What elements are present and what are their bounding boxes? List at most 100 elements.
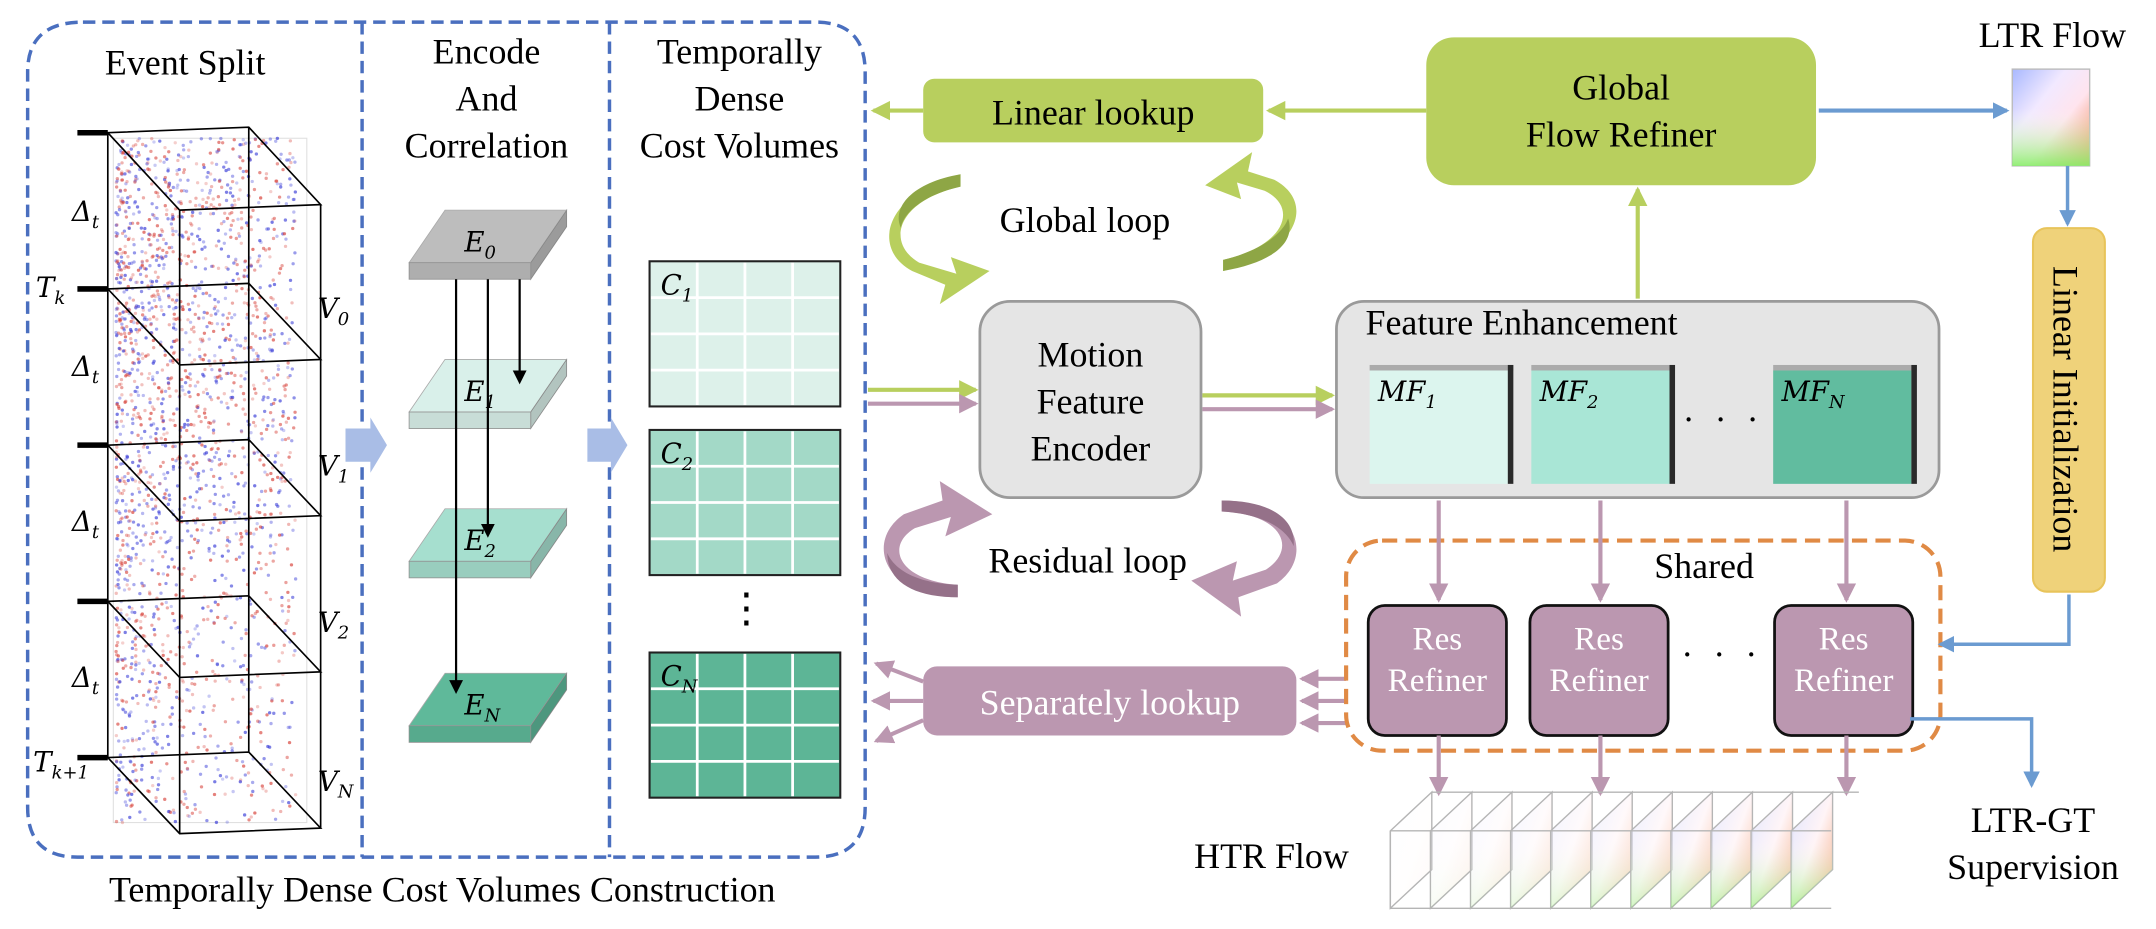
event-point: [183, 496, 187, 501]
event-point: [120, 178, 124, 182]
event-point: [149, 481, 153, 485]
event-point: [224, 371, 229, 376]
event-point: [250, 545, 254, 549]
event-point: [177, 167, 181, 172]
event-point: [198, 810, 202, 814]
event-point: [221, 313, 225, 317]
event-point: [135, 205, 140, 209]
event-point: [118, 318, 123, 322]
event-point: [122, 261, 126, 265]
event-point: [131, 317, 135, 321]
event-point: [125, 325, 129, 329]
linear-initialization-block: Linear Initialization: [2031, 227, 2106, 593]
event-point: [293, 160, 297, 164]
event-point: [176, 183, 180, 187]
event-point: [223, 720, 228, 724]
event-point: [246, 771, 251, 775]
event-point: [206, 604, 210, 609]
event-point: [127, 170, 132, 174]
event-point: [166, 217, 170, 221]
event-point: [256, 503, 260, 508]
event-point: [216, 603, 220, 607]
event-point: [179, 154, 183, 159]
event-point: [271, 808, 275, 813]
event-point: [215, 149, 219, 154]
event-point: [184, 708, 189, 713]
event-point: [239, 531, 243, 536]
event-point: [123, 155, 127, 160]
event-point: [150, 280, 155, 284]
event-point: [210, 459, 214, 463]
event-point: [120, 385, 124, 390]
event-point: [124, 182, 128, 186]
event-point: [152, 298, 157, 303]
event-point: [154, 190, 158, 195]
event-point: [186, 813, 190, 818]
event-point: [203, 353, 207, 357]
event-point: [195, 528, 199, 532]
event-point: [197, 347, 202, 352]
event-point: [289, 563, 294, 567]
event-point: [128, 296, 132, 300]
event-point: [283, 387, 287, 392]
event-point: [212, 420, 216, 424]
event-point: [136, 351, 140, 356]
event-point: [229, 395, 233, 400]
event-point: [213, 780, 217, 784]
event-point: [136, 449, 141, 454]
event-point: [114, 693, 119, 697]
event-point: [227, 167, 231, 172]
event-point: [257, 254, 262, 258]
event-point: [289, 183, 293, 187]
event-point: [278, 422, 283, 427]
event-point: [118, 478, 122, 483]
event-point: [202, 411, 207, 415]
event-point: [216, 447, 220, 451]
event-point: [124, 352, 128, 356]
event-point: [141, 445, 146, 449]
event-point: [190, 681, 194, 686]
event-point: [180, 699, 185, 703]
event-point: [115, 536, 119, 541]
event-point: [242, 398, 247, 402]
event-point: [289, 773, 294, 777]
event-point: [151, 696, 155, 701]
event-point: [126, 196, 130, 200]
event-point: [118, 188, 123, 193]
event-point: [140, 313, 145, 317]
event-point: [121, 699, 125, 703]
event-point: [135, 541, 139, 545]
event-point: [274, 179, 279, 183]
event-point: [139, 423, 143, 427]
event-point: [255, 308, 259, 312]
event-point: [229, 371, 234, 375]
event-point: [117, 630, 121, 634]
event-point: [140, 672, 145, 676]
event-point: [201, 291, 205, 296]
event-point: [132, 379, 137, 384]
event-point: [170, 298, 175, 302]
event-point: [256, 560, 261, 565]
event-point: [262, 395, 266, 399]
event-point: [182, 170, 186, 175]
event-point: [286, 436, 291, 440]
event-point: [127, 617, 131, 621]
event-point: [207, 359, 211, 363]
event-point: [205, 748, 209, 752]
event-point: [179, 201, 183, 206]
event-point: [166, 565, 170, 569]
event-point: [269, 189, 273, 194]
event-point: [269, 471, 273, 476]
event-point: [258, 336, 262, 341]
event-point: [160, 414, 164, 419]
event-point: [216, 767, 220, 772]
event-point: [149, 279, 153, 283]
event-point: [219, 400, 224, 404]
event-point: [123, 251, 127, 255]
event-point: [140, 249, 144, 254]
event-point: [155, 686, 159, 690]
event-point: [153, 270, 158, 274]
event-point: [225, 544, 229, 548]
event-point: [186, 423, 190, 427]
event-point: [181, 510, 186, 515]
